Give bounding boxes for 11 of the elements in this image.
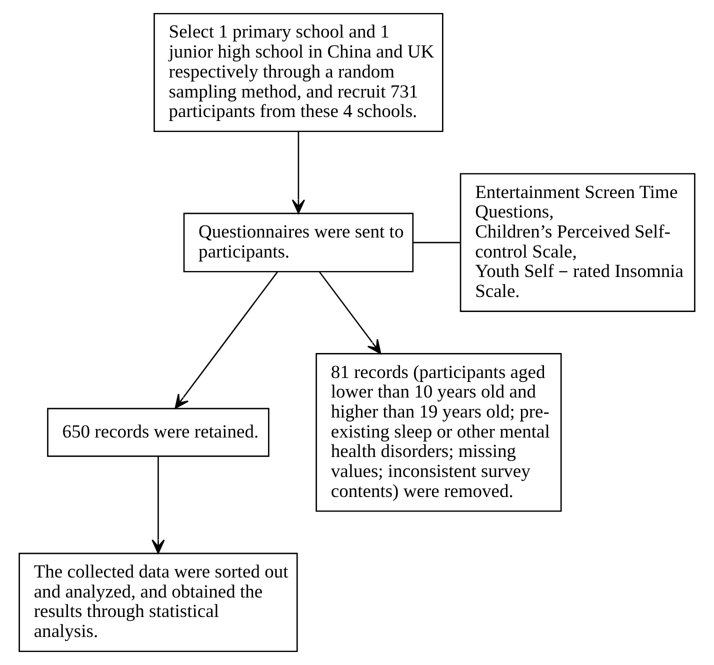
node-box: Select 1 primary school and 1 junior high school in China and UK respectively through a random sampling method, and recruit 731 participants from these 4 schools. — [154, 12, 444, 132]
arrow — [174, 271, 278, 409]
node-box: The collected data were sorted out and analyzed, and obtained the results through statistical analysis. — [18, 552, 298, 652]
arrow — [318, 271, 382, 354]
node-box: 81 records (participants aged lower than 10 years old and higher than 19 years old; pre-existing sleep or other mental health disorders; missing values; inconsistent survey contents) were removed. — [316, 353, 562, 512]
node-box: Entertainment Screen Time Questions, Children’s Perceived Self-control Scale, Youth Self－rated Insomnia Scale. — [460, 173, 696, 312]
arrow — [152, 456, 165, 554]
node-box: Questionnaires were sent to participants. — [183, 212, 414, 272]
connector — [412, 242, 460, 244]
arrow — [292, 131, 306, 214]
node-box: 650 records were retained. — [47, 408, 270, 457]
